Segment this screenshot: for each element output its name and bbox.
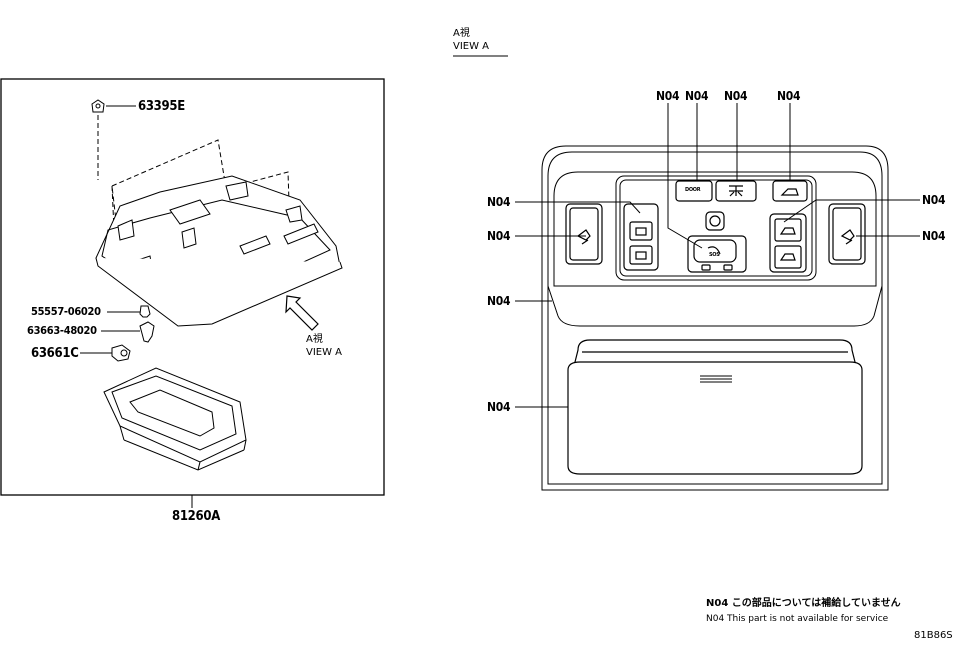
n04-label-right-1: N04 [922,193,946,207]
lens-cover-drawing [103,367,247,471]
n04-label-left-1: N04 [487,195,511,209]
center-controls [687,211,747,273]
map-lamp-buttons [565,203,866,265]
clip-part-icon [91,99,105,113]
callout-81260a: 81260A [172,509,220,524]
view-a-marker-en: VIEW A [306,347,343,358]
n04-label-top-2: N04 [685,89,709,103]
overhead-console-housing [541,145,889,491]
n04-label-right-2: N04 [922,229,946,243]
view-a-title-jp: A視 [453,28,470,39]
drawing-code: 81B86S [914,630,953,641]
n04-label-left-3: N04 [487,294,511,308]
door-button-label: DOOR [685,187,701,193]
note-japanese: N04 この部品については補給していません [706,598,901,609]
callout-55557-06020: 55557-06020 [31,305,101,318]
left-rocker-switch [623,203,659,271]
callout-63663-48020: 63663-48020 [27,324,97,337]
n04-label-left-4: N04 [487,400,511,414]
n04-label-top-4: N04 [777,89,801,103]
callout-63661c: 63661C [31,346,79,361]
view-a-arrow [285,295,319,331]
n04-label-left-2: N04 [487,229,511,243]
n04-label-top-3: N04 [724,89,748,103]
sos-button-label: SOS [709,252,720,258]
note-english: N04 This part is not available for servi… [706,614,889,624]
n04-leader-lines [515,103,920,408]
n04-label-top-1: N04 [656,89,680,103]
roof-console-assembly-drawing [95,175,343,327]
view-a-marker-jp: A視 [306,334,323,345]
callout-63395e: 63395E [138,99,185,114]
top-buttons [675,180,808,202]
view-a-title-en: VIEW A [453,41,490,52]
right-rocker-switch [769,213,807,273]
sunglass-holder-lid [567,339,863,475]
small-parts-drawing [111,305,155,362]
